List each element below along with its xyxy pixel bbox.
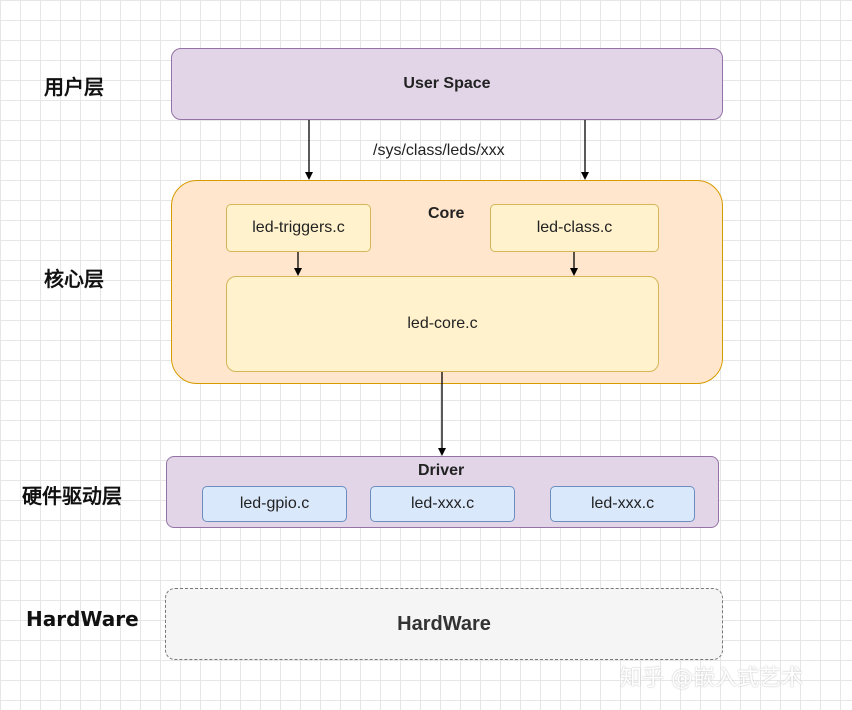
driver-item-led-xxx-1: led-xxx.c bbox=[370, 486, 515, 522]
led-class-box: led-class.c bbox=[490, 204, 659, 252]
user-space-box: User Space bbox=[171, 48, 723, 120]
hardware-box-label: HardWare bbox=[397, 612, 491, 635]
led-core-label: led-core.c bbox=[407, 315, 478, 332]
led-triggers-box: led-triggers.c bbox=[226, 204, 371, 252]
layer-label-user: 用户层 bbox=[44, 75, 104, 99]
driver-item-label: led-gpio.c bbox=[239, 495, 310, 512]
layer-label-driver: 硬件驱动层 bbox=[22, 484, 122, 508]
led-triggers-label: led-triggers.c bbox=[252, 219, 345, 236]
hardware-box: HardWare bbox=[165, 588, 723, 660]
led-core-box: led-core.c bbox=[226, 276, 659, 372]
layer-label-core: 核心层 bbox=[44, 267, 104, 291]
watermark: 知乎 @嵌入式艺术 bbox=[620, 666, 803, 691]
driver-item-label: led-xxx.c bbox=[410, 495, 475, 512]
sysfs-path-label: /sys/class/leds/xxx bbox=[373, 142, 505, 159]
led-class-label: led-class.c bbox=[536, 219, 613, 236]
user-space-label: User Space bbox=[403, 75, 491, 92]
driver-item-led-gpio: led-gpio.c bbox=[202, 486, 347, 522]
driver-item-led-xxx-2: led-xxx.c bbox=[550, 486, 695, 522]
layer-label-hardware: HardWare bbox=[26, 607, 139, 631]
core-label: Core bbox=[428, 205, 465, 222]
driver-label: Driver bbox=[418, 462, 465, 479]
driver-item-label: led-xxx.c bbox=[590, 495, 655, 512]
